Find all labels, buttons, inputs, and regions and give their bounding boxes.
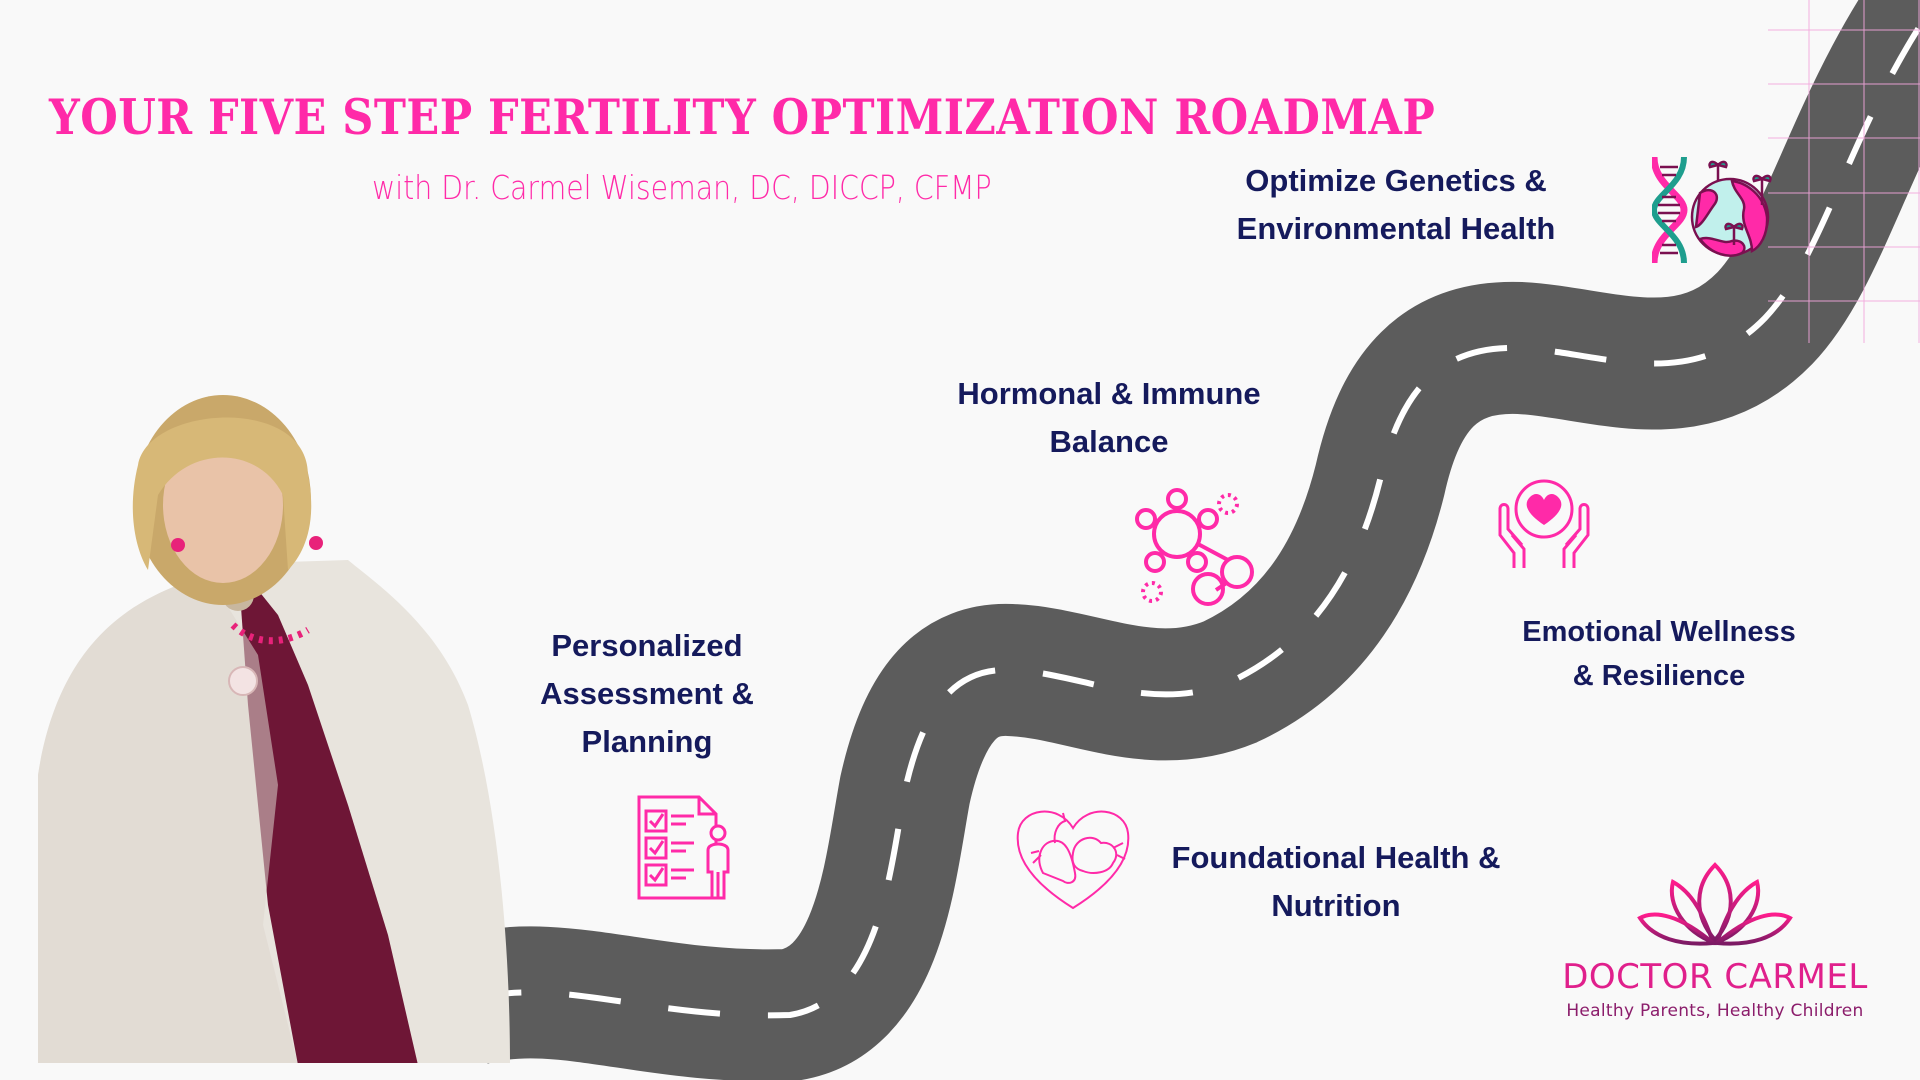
checklist-person-icon [637,795,730,900]
step-personalized-assessment: Personalized Assessment & Planning [507,622,787,766]
road-center-dashes [469,20,1920,1019]
page-subtitle: with Dr. Carmel Wiseman, DC, DICCP, CFMP [372,168,992,207]
dna-globe-icon [1652,156,1772,264]
page-title: YOUR FIVE STEP FERTILITY OPTIMIZATION RO… [49,88,1436,146]
doctor-portrait [38,395,510,1063]
step-label-line: Hormonal & Immune [957,376,1261,411]
lotus-icon [1637,862,1793,946]
step-label-line: Balance [1049,424,1169,459]
molecule-icon [1135,488,1254,606]
logo-tagline: Healthy Parents, Healthy Children [1566,1001,1864,1021]
step-label-line: Personalized [551,628,743,663]
step-optimize-genetics: Optimize Genetics & Environmental Health [1186,157,1606,253]
step-hormonal-immune: Hormonal & Immune Balance [914,370,1304,466]
doctor-carmel-logo: DOCTOR CARMEL Healthy Parents, Healthy C… [1530,855,1900,1025]
logo-brand-name: DOCTOR CARMEL [1562,957,1868,997]
step-label-line: Emotional Wellness [1522,616,1796,648]
step-foundational-health: Foundational Health & Nutrition [1126,834,1546,930]
step-label-line: Planning [581,724,713,759]
step-label-line: Foundational Health & [1171,840,1501,875]
step-label-line: Assessment & [540,676,754,711]
step-emotional-wellness: Emotional Wellness & Resilience [1484,610,1834,698]
heart-vegetables-icon [1016,810,1130,910]
step-label-line: Optimize Genetics & [1245,163,1547,198]
step-label-line: Nutrition [1271,888,1401,923]
hands-heart-icon [1498,479,1590,568]
step-label-line: & Resilience [1572,660,1746,692]
step-label-line: Environmental Health [1236,211,1556,246]
